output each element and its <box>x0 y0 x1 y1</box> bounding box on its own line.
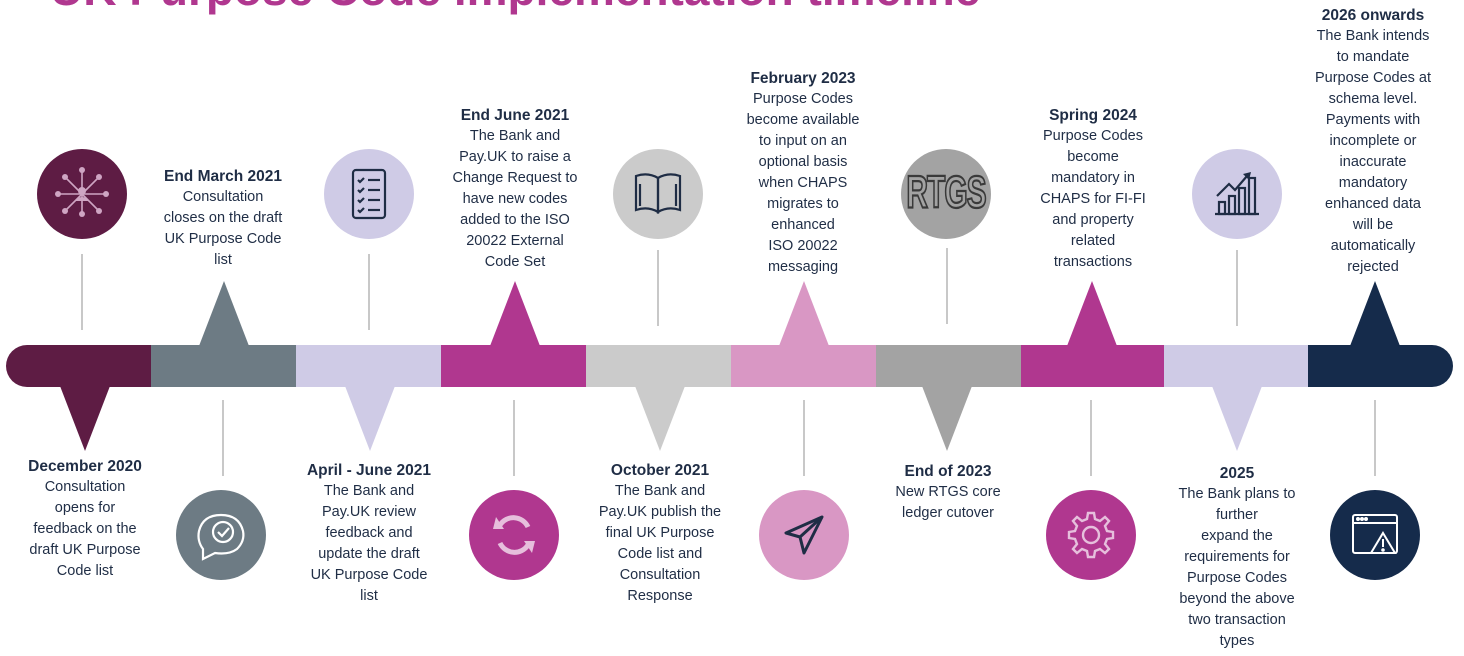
milestone-description: The Bank plans to further expand the req… <box>1178 486 1296 649</box>
network-people-icon <box>37 149 127 239</box>
stem-8 <box>1090 400 1092 476</box>
gear-icon <box>1046 490 1136 580</box>
milestone-description: Purpose Codes become mandatory in CHAPS … <box>1040 128 1146 270</box>
pointer-up-8 <box>1067 281 1117 346</box>
rtgs-icon-text: RTGS <box>906 167 988 219</box>
milestone-october-2021: October 2021 The Bank and Pay.UK publish… <box>585 460 735 607</box>
milestone-spring-2024: Spring 2024 Purpose Codes become mandato… <box>1018 105 1168 273</box>
browser-warning-icon <box>1330 490 1420 580</box>
milestone-description: The Bank intends to mandate Purpose Code… <box>1314 28 1432 275</box>
milestone-end-march-2021: End March 2021 Consultation closes on th… <box>148 166 298 271</box>
milestone-date: February 2023 <box>750 70 856 87</box>
stem-7 <box>946 248 948 324</box>
milestone-date: End of 2023 <box>904 463 992 480</box>
page-title: UK Purpose Code implementation timeline <box>50 0 980 12</box>
stem-5 <box>657 250 659 326</box>
milestone-description: Purpose Codes become available to input … <box>746 91 860 275</box>
timeline-segment-7 <box>876 345 1021 387</box>
pointer-down-9 <box>1212 386 1262 451</box>
pointer-up-4 <box>490 281 540 346</box>
timeline-segment-3 <box>296 345 441 387</box>
pointer-up-2 <box>199 281 249 346</box>
milestone-description: The Bank and Pay.UK to raise a Change Re… <box>452 128 578 270</box>
refresh-cycle-icon <box>469 490 559 580</box>
timeline-segment-4 <box>441 345 586 387</box>
milestone-date: April - June 2021 <box>306 462 432 479</box>
pointer-up-10 <box>1350 281 1400 346</box>
stem-2 <box>222 400 224 476</box>
milestone-february-2023: February 2023 Purpose Codes become avail… <box>728 68 878 278</box>
milestone-date: October 2021 <box>610 462 710 479</box>
checklist-icon <box>324 149 414 239</box>
stem-3 <box>368 254 370 330</box>
timeline-segment-9 <box>1164 345 1308 387</box>
milestone-date: End June 2021 <box>460 107 570 124</box>
stem-9 <box>1236 250 1238 326</box>
timeline-segment-6 <box>731 345 876 387</box>
timeline-segment-8 <box>1021 345 1164 387</box>
paper-plane-icon <box>759 490 849 580</box>
milestone-april-june-2021: April - June 2021 The Bank and Pay.UK re… <box>294 460 444 607</box>
milestone-description: Consultation opens for feedback on the d… <box>29 479 141 579</box>
milestone-date: Spring 2024 <box>1049 107 1137 124</box>
rtgs-icon: RTGS <box>901 149 991 239</box>
pointer-down-5 <box>635 386 685 451</box>
milestone-date: End March 2021 <box>163 168 283 185</box>
pointer-up-6 <box>779 281 829 346</box>
stem-4 <box>513 400 515 476</box>
stem-6 <box>803 400 805 476</box>
milestone-description: New RTGS core ledger cutover <box>895 484 1001 521</box>
timeline-segment-5 <box>586 345 731 387</box>
stem-1 <box>81 254 83 330</box>
speech-bubble-check-icon <box>176 490 266 580</box>
milestone-2026-onwards: 2026 onwards The Bank intends to mandate… <box>1298 5 1448 278</box>
milestone-date: 2025 <box>1219 465 1255 482</box>
timeline-segment-10 <box>1308 345 1453 387</box>
timeline-segment-2 <box>151 345 296 387</box>
milestone-december-2020: December 2020 Consultation opens for fee… <box>10 456 160 582</box>
milestone-description: The Bank and Pay.UK publish the final UK… <box>598 483 722 604</box>
milestone-end-of-2023: End of 2023 New RTGS core ledger cutover <box>873 461 1023 524</box>
open-book-icon <box>613 149 703 239</box>
pointer-down-3 <box>345 386 395 451</box>
growth-chart-icon <box>1192 149 1282 239</box>
milestone-date: 2026 onwards <box>1321 7 1425 24</box>
timeline-segment-1 <box>6 345 151 387</box>
stem-10 <box>1374 400 1376 476</box>
pointer-down-1 <box>60 386 110 451</box>
milestone-2025: 2025 The Bank plans to further expand th… <box>1162 463 1312 652</box>
milestone-description: The Bank and Pay.UK review feedback and … <box>310 483 428 604</box>
milestone-date: December 2020 <box>28 458 142 475</box>
milestone-description: Consultation closes on the draft UK Purp… <box>163 189 283 268</box>
milestone-end-june-2021: End June 2021 The Bank and Pay.UK to rai… <box>440 105 590 273</box>
pointer-down-7 <box>922 386 972 451</box>
